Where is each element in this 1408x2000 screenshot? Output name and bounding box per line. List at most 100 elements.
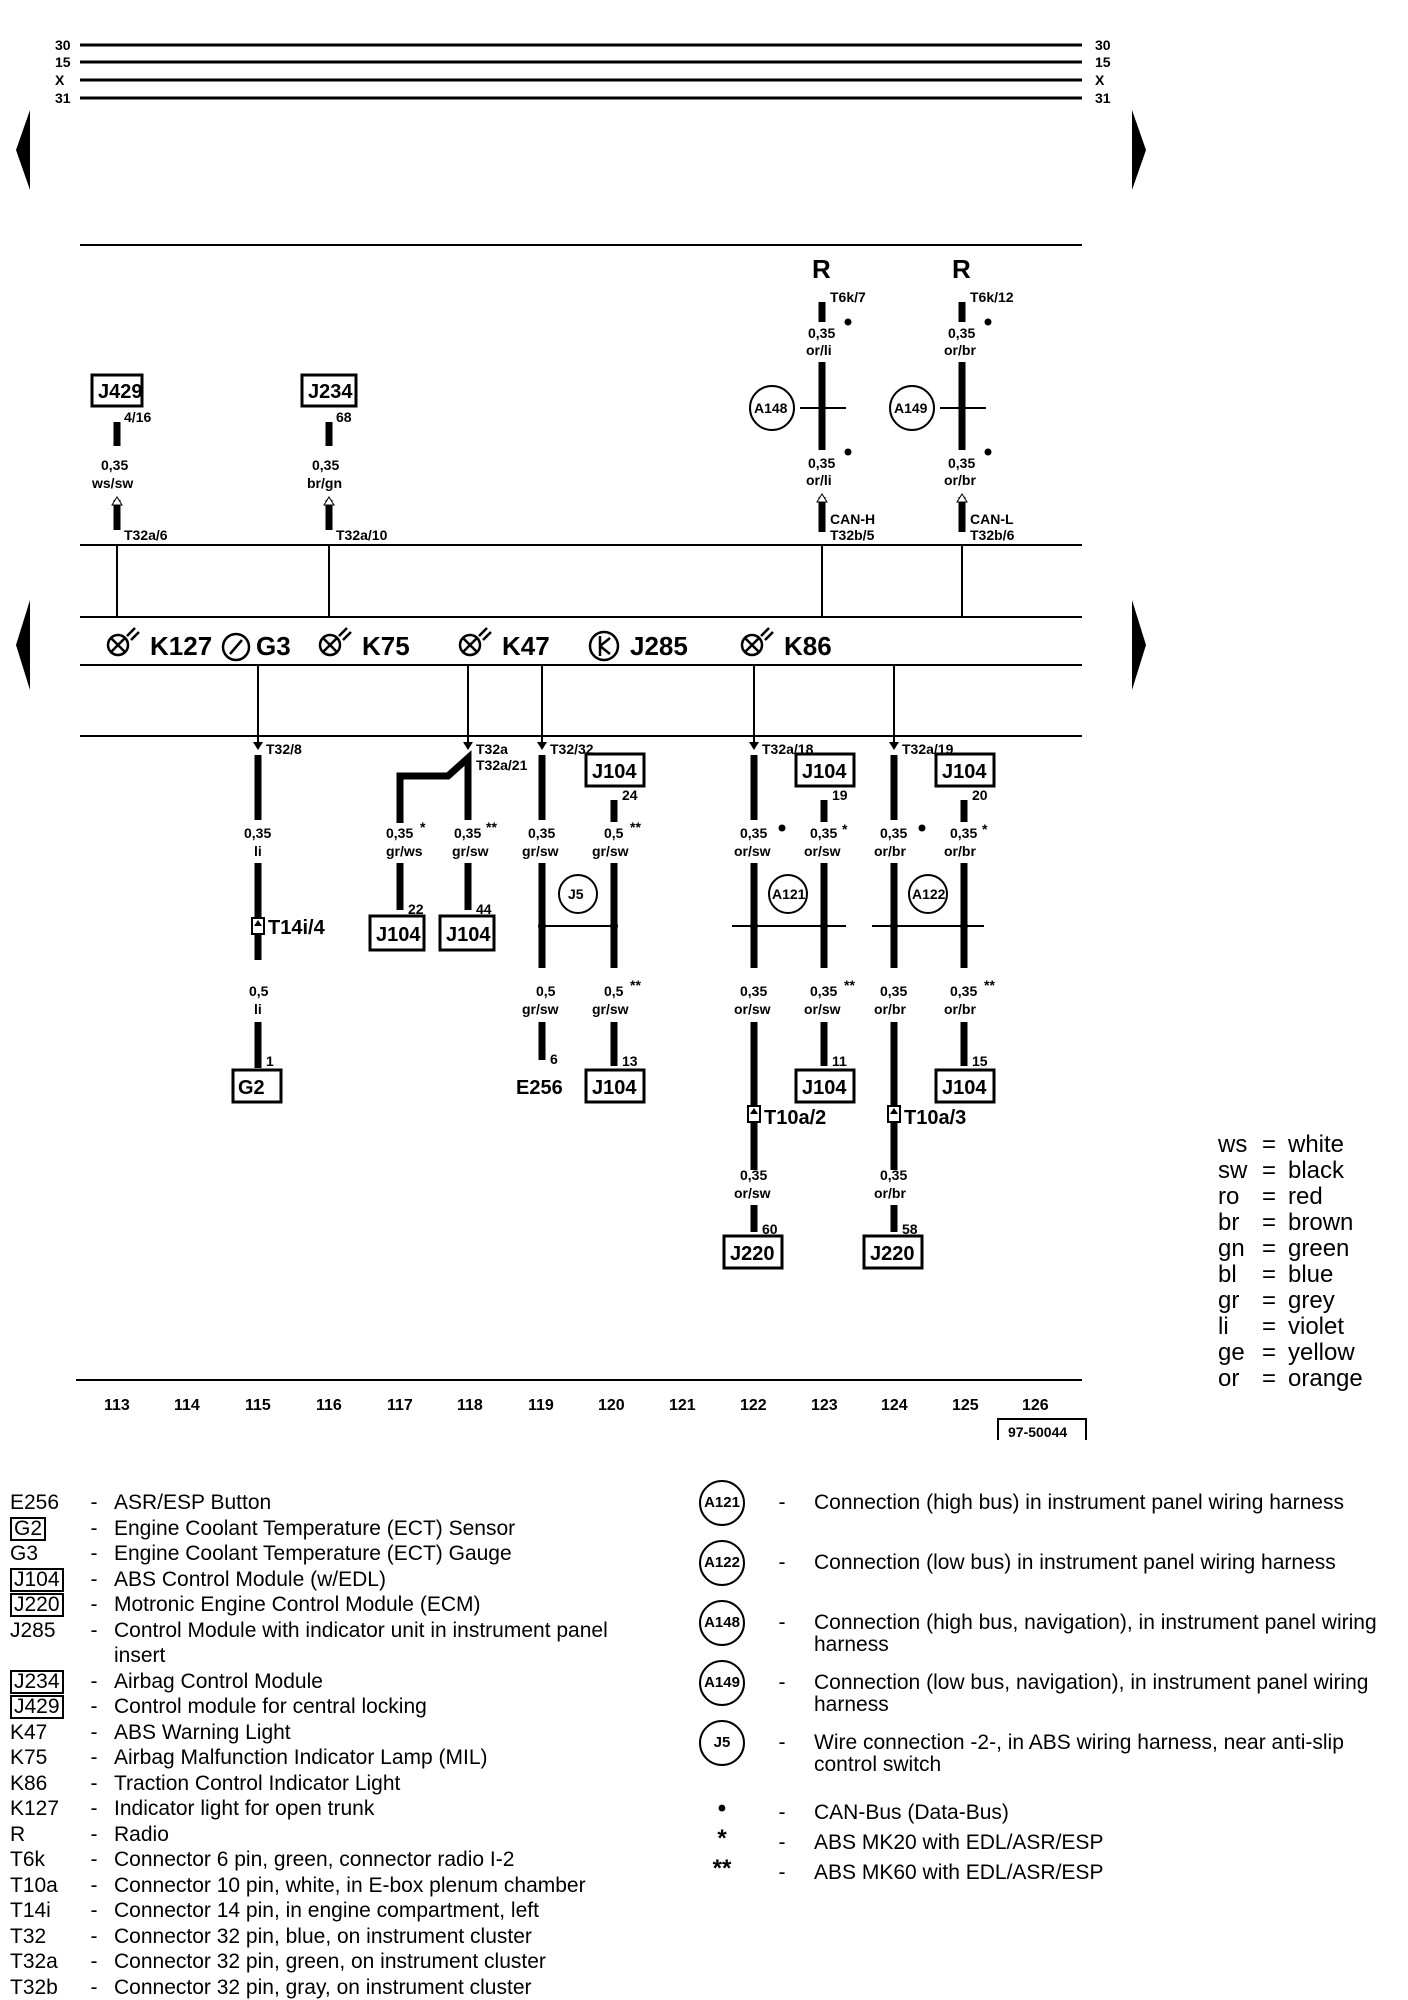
equals-sign: = [1262,1157,1277,1184]
color-legend-row: or=orange [1218,1366,1398,1392]
next-section-arrow-icon[interactable] [1132,600,1146,690]
legend-dash: - [778,1831,786,1854]
color-legend-row: gr=grey [1218,1288,1398,1314]
legend-code-boxed: J220 [10,1593,64,1617]
svg-text:gr/sw: gr/sw [522,843,559,859]
frame-lines [76,244,1082,1381]
connection-symbol: A148 [694,1600,750,1646]
svg-text:30: 30 [55,37,71,53]
legend-code: E256 [10,1491,60,1514]
svg-text:T32a/6: T32a/6 [124,527,168,543]
svg-text:115: 115 [245,1397,271,1414]
legend-description: Connector 32 pin, blue, on instrument cl… [114,1924,532,1948]
svg-text:124: 124 [881,1397,908,1414]
legend-dash: - [778,1801,786,1824]
equals-sign: = [1262,1313,1277,1340]
svg-text:0,35: 0,35 [740,983,767,999]
svg-text:T6k/7: T6k/7 [830,289,866,305]
legend-code: J429 [10,1694,74,1720]
legend-description: Control module for central locking [114,1695,427,1718]
svg-text:K86: K86 [784,631,832,661]
svg-text:T32/32: T32/32 [550,741,594,757]
legend-item: K86-Traction Control Indicator Light [10,1771,650,1797]
legend-description: Connector 10 pin, white, in E-box plenum… [114,1873,586,1897]
equals-sign: = [1262,1365,1277,1392]
connection-symbol: A121 [694,1480,750,1526]
legend-description: Airbag Malfunction Indicator Lamp (MIL) [114,1746,488,1769]
svg-text:19: 19 [832,787,848,803]
legend-description: Connector 14 pin, in engine compartment,… [114,1899,539,1922]
legend-code: T6k [10,1848,46,1871]
svg-text:4/16: 4/16 [124,409,151,425]
svg-text:T32b/5: T32b/5 [830,527,875,543]
svg-text:J104: J104 [446,924,491,946]
svg-text:6: 6 [550,1051,558,1067]
wire-radio-can-l: R T6k/12 0,35 or/br A149 0,35 or/br CAN-… [889,254,1015,617]
legend-dash: - [90,1873,98,1897]
legend-description: Motronic Engine Control Module (ECM) [114,1593,481,1616]
svg-text:*: * [842,821,848,837]
svg-text:R: R [812,254,831,284]
legend-dash: - [90,1924,98,1948]
legend-dash: - [90,1899,98,1922]
legend-description: ABS Warning Light [114,1720,291,1744]
next-page-arrow-icon[interactable] [1132,110,1146,190]
svg-text:**: ** [984,977,995,993]
legend-dash: - [90,1593,98,1616]
color-legend-row: bl=blue [1218,1262,1398,1288]
legend-dash: - [778,1861,786,1884]
svg-text:15: 15 [972,1053,988,1069]
legend-code: K75 [10,1746,48,1769]
svg-text:0,35: 0,35 [810,983,837,999]
legend-description: ABS MK20 with EDL/ASR/ESP [814,1831,1104,1854]
legend-description: Airbag Control Module [114,1669,323,1693]
color-name: brown [1288,1209,1354,1236]
svg-text:0,35: 0,35 [808,325,835,341]
svg-text:J104: J104 [376,924,421,946]
svg-text:CAN-L: CAN-L [970,511,1014,527]
connection-legend-item: A122-Connection (low bus) in instrument … [694,1540,1404,1600]
power-rails [80,43,1082,100]
color-legend-row: gn=green [1218,1236,1398,1262]
svg-text:gr/sw: gr/sw [592,843,629,859]
color-name: green [1288,1235,1350,1262]
svg-text:gr/ws: gr/ws [386,843,423,859]
legend-description: Engine Coolant Temperature (ECT) Sensor [114,1516,516,1540]
legend-item: J104-ABS Control Module (w/EDL) [10,1567,650,1593]
legend-note: **-ABS MK60 with EDL/ASR/ESP [694,1857,1404,1888]
prev-page-arrow-icon[interactable] [16,110,30,190]
lamp-k47: K47 [458,627,550,661]
column-numbers: 113 114 115 116 117 118 119 120 121 122 … [104,1397,1049,1414]
equals-sign: = [1262,1339,1277,1366]
color-name: white [1288,1131,1345,1158]
color-code: br [1218,1209,1240,1236]
legend-code: J285 [10,1618,56,1642]
svg-text:0,35: 0,35 [454,825,481,841]
legend-code: T32a [10,1950,58,1973]
svg-text:121: 121 [669,1397,696,1414]
wire-j104-123: J104 19 0,35 * or/sw A121 0,35 ** or/sw … [768,752,856,1104]
svg-text:or/br: or/br [874,843,906,859]
connection-legend-item: A148-Connection (high bus, navigation), … [694,1600,1404,1660]
svg-text:0,35: 0,35 [528,825,555,841]
legend-dash: - [90,1542,98,1565]
wire-radio-can-h: R T6k/7 0,35 or/li A148 0,35 or/li CAN-H… [749,254,875,617]
prev-section-arrow-icon[interactable] [16,600,30,690]
legend-description: Connection (high bus) in instrument pane… [814,1491,1344,1514]
svg-text:K127: K127 [150,631,212,661]
legend-item: T32b-Connector 32 pin, gray, on instrume… [10,1975,650,2000]
svg-text:0,35: 0,35 [880,825,907,841]
svg-text:X: X [55,72,65,88]
svg-text:J220: J220 [870,1243,915,1265]
svg-text:20: 20 [972,787,988,803]
color-name: yellow [1288,1339,1355,1366]
svg-text:126: 126 [1022,1397,1049,1414]
svg-text:A122: A122 [912,886,946,902]
legend-item: T32a-Connector 32 pin, green, on instrum… [10,1949,650,1975]
color-legend-row: br=brown [1218,1210,1398,1236]
svg-text:or/li: or/li [806,342,832,358]
color-code: sw [1218,1157,1248,1184]
upper-wires: J429 4/16 0,35 ws/sw T32a/6 J234 68 0,35… [90,254,1015,617]
svg-text:A121: A121 [772,886,806,902]
